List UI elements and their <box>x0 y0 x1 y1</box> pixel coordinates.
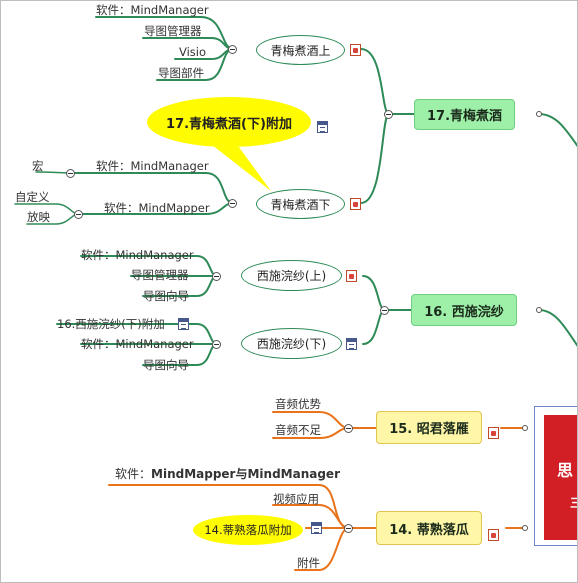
leaf-video-application[interactable]: 视频应用 <box>273 492 319 506</box>
subtopic-17-upper[interactable]: 青梅煮酒上 <box>256 35 345 65</box>
collapse-toggle-icon[interactable] <box>344 424 353 433</box>
collapse-toggle-icon[interactable] <box>212 272 221 281</box>
leaf-custom[interactable]: 自定义 <box>15 190 50 204</box>
leaf-map-wizard[interactable]: 导图向导 <box>143 289 189 303</box>
leaf-16-attachment[interactable]: 16.西施浣纱(下)附加 <box>57 317 165 331</box>
subtopic-16-upper[interactable]: 西施浣纱(上) <box>241 260 342 291</box>
main-topic-14[interactable]: 14. 蒂熟落瓜 <box>376 511 482 545</box>
thumbnail-text-2: 三 <box>570 494 577 511</box>
main-topic-15[interactable]: 15. 昭君落雁 <box>376 411 482 444</box>
leaf-audio-shortcoming[interactable]: 音频不足 <box>275 423 321 437</box>
doc-icon[interactable] <box>346 270 357 282</box>
callout-17-attachment[interactable]: 17.青梅煮酒(下)附加 <box>147 97 311 147</box>
leaf-audio-advantage[interactable]: 音频优势 <box>275 397 321 411</box>
doc-icon[interactable] <box>488 529 499 541</box>
leaf-attachment[interactable]: 附件 <box>297 556 320 570</box>
note-icon[interactable] <box>317 121 328 133</box>
leaf-map-parts[interactable]: 导图部件 <box>158 66 204 80</box>
leaf-software-mindmanager-2[interactable]: 软件：MindManager <box>96 159 209 173</box>
doc-icon[interactable] <box>488 427 499 439</box>
collapse-toggle-icon[interactable] <box>384 110 393 119</box>
doc-icon[interactable] <box>350 44 361 56</box>
leaf-software-mindmanager-4[interactable]: 软件：MindManager <box>81 337 194 351</box>
thumbnail-text: 思 <box>557 461 574 480</box>
collapse-toggle-icon[interactable] <box>66 169 75 178</box>
note-icon[interactable] <box>178 318 189 330</box>
subtopic-16-lower[interactable]: 西施浣纱(下) <box>241 328 342 359</box>
leaf-software-mindmanager[interactable]: 软件：MindManager <box>96 3 209 17</box>
main-topic-16[interactable]: 16. 西施浣纱 <box>411 294 517 326</box>
leaf-software-mindmapper[interactable]: 软件：MindMapper <box>104 201 210 215</box>
collapse-toggle-icon[interactable] <box>344 524 353 533</box>
note-icon[interactable] <box>311 522 322 534</box>
leaf-slideshow[interactable]: 放映 <box>27 210 50 224</box>
leaf-software-mindmapper-mindmanager[interactable]: 软件：MindMapper与MindManager <box>115 467 340 481</box>
collapse-toggle-icon[interactable] <box>228 199 237 208</box>
leaf-software-mindmanager-3[interactable]: 软件：MindManager <box>81 248 194 262</box>
main-topic-17[interactable]: 17.青梅煮酒 <box>414 99 515 130</box>
collapse-toggle-icon[interactable] <box>380 306 389 315</box>
leaf-macro[interactable]: 宏 <box>32 159 44 173</box>
leaf-map-wizard-2[interactable]: 导图向导 <box>143 358 189 372</box>
note-icon[interactable] <box>346 338 357 350</box>
thumbnail-cover: 思 三 <box>544 415 577 540</box>
collapse-toggle-icon[interactable] <box>228 45 237 54</box>
leaf-map-manager[interactable]: 导图管理器 <box>144 24 202 38</box>
leaf-visio[interactable]: Visio <box>179 45 207 59</box>
thumbnail-image[interactable]: 思 三 <box>534 406 577 546</box>
doc-icon[interactable] <box>350 198 361 210</box>
collapse-toggle-icon[interactable] <box>74 210 83 219</box>
leaf-map-manager-2[interactable]: 导图管理器 <box>131 268 189 282</box>
subtopic-17-lower[interactable]: 青梅煮酒下 <box>256 189 345 219</box>
collapse-toggle-icon[interactable] <box>212 340 221 349</box>
callout-14-attachment[interactable]: 14.蒂熟落瓜附加 <box>193 515 303 545</box>
